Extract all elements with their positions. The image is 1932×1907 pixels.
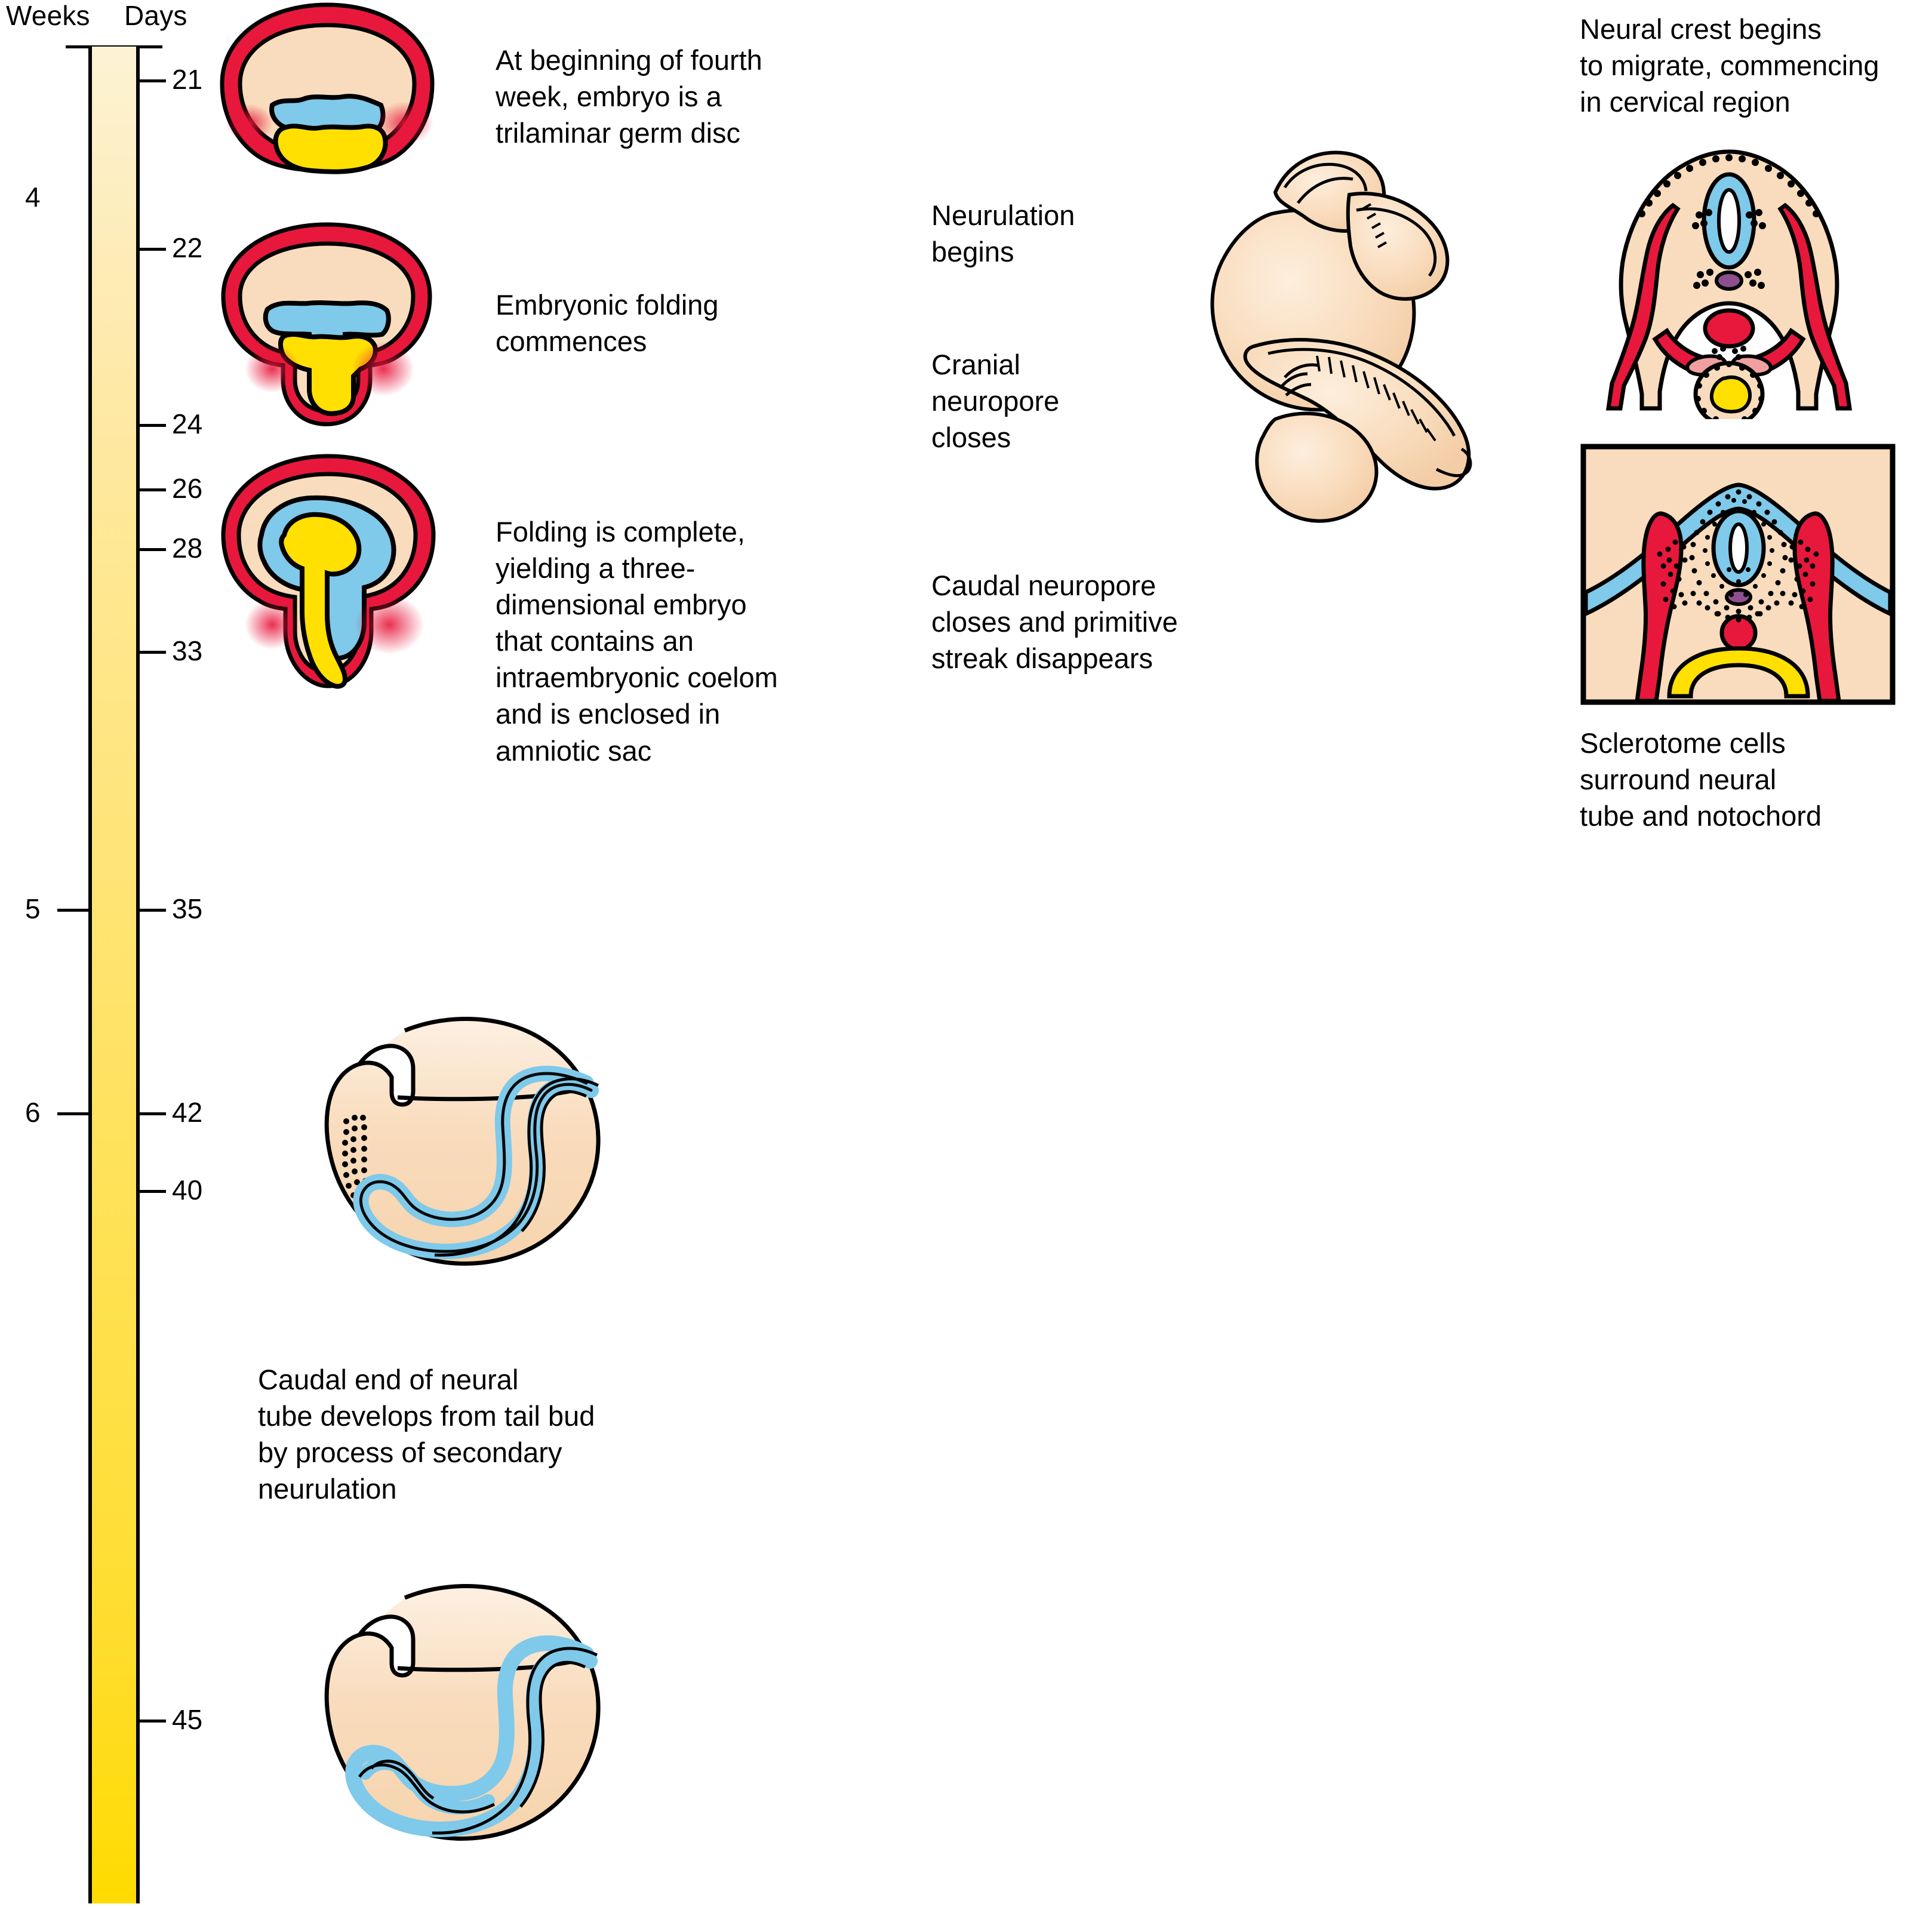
day-label-21: 21 (172, 64, 203, 95)
day-label-26: 26 (172, 473, 203, 504)
day-tick-22 (140, 248, 166, 251)
day-tick-45 (140, 1720, 166, 1723)
caption-folding-complete: Folding is complete, yielding a three- d… (496, 516, 778, 767)
week-label-6: 6 (25, 1097, 41, 1128)
day-tick-28 (140, 548, 166, 551)
day-label-22: 22 (172, 232, 203, 263)
day-tick-33 (140, 651, 166, 654)
day-tick-24 (140, 424, 166, 427)
day-tick-40 (140, 1190, 166, 1193)
day-tick-42 (140, 1112, 166, 1115)
folded-embryo-figure (210, 451, 449, 690)
embryo-day-45-figure (293, 1576, 615, 1863)
embryonic-folding-figure (210, 220, 443, 429)
day-label-28: 28 (172, 533, 203, 564)
caption-sclerotome: Sclerotome cells surround neural tube an… (1580, 727, 1822, 832)
day-label-42: 42 (172, 1097, 203, 1128)
caption-embryonic-folding: Embryonic folding commences (496, 289, 719, 358)
embryo-day-40-figure (293, 1009, 615, 1266)
week-label-4: 4 (25, 182, 41, 213)
three-dimensional-embryo-figure (1170, 137, 1505, 543)
caption-caudal-tail-bud: Caudal end of neural tube develops from … (258, 1364, 595, 1505)
week-label-5: 5 (25, 893, 41, 924)
trilaminar-germ-disc-figure (210, 0, 443, 191)
day-tick-21 (140, 79, 166, 82)
day-tick-26 (140, 488, 166, 491)
caption-neurulation-begins: Neurulation begins (931, 199, 1075, 268)
day-tick-35 (140, 909, 166, 912)
caption-cranial-neuropore: Cranial neuropore closes (931, 349, 1060, 454)
day-label-40: 40 (172, 1174, 203, 1205)
timeline-gradient-bar (88, 47, 140, 1903)
sclerotome-cross-section-figure (1580, 443, 1896, 706)
day-label-45: 45 (172, 1704, 203, 1735)
neural-crest-cross-section-figure (1550, 139, 1908, 419)
day-label-24: 24 (172, 408, 203, 439)
caption-caudal-neuropore: Caudal neuropore closes and primitive st… (931, 570, 1178, 675)
week-tick-5 (57, 909, 88, 912)
week-tick-6 (57, 1112, 88, 1115)
weeks-column-header: Weeks (6, 0, 90, 31)
caption-neural-crest: Neural crest begins to migrate, commenci… (1580, 13, 1879, 118)
caption-trilaminar-disc: At beginning of fourth week, embryo is a… (496, 44, 762, 149)
days-column-header: Days (124, 0, 187, 31)
day-label-33: 33 (172, 635, 203, 666)
day-label-35: 35 (172, 893, 203, 924)
